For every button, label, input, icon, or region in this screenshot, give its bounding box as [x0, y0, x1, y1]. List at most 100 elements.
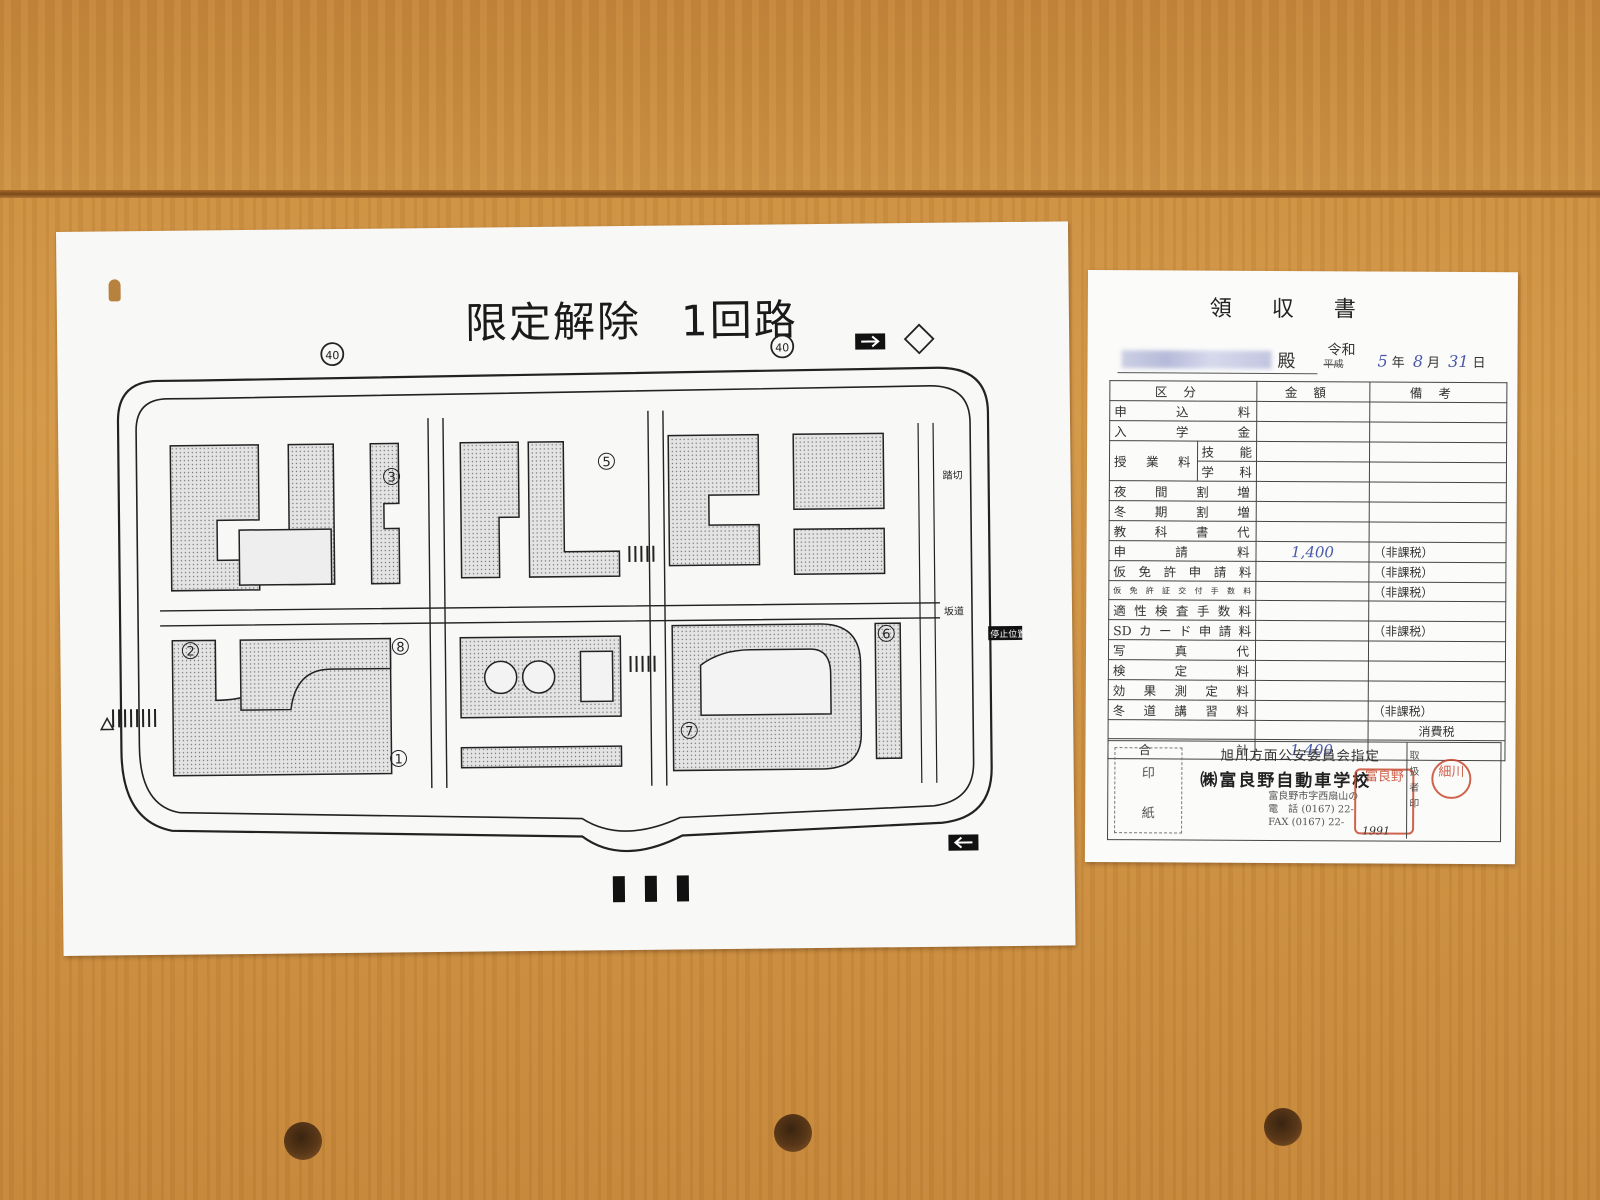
course-block: [874, 622, 903, 760]
name-underline: [1117, 372, 1318, 375]
sign-post-icon: [612, 876, 626, 903]
table-row: 適性検査手数料: [1108, 599, 1506, 622]
warning-sign-icon: [903, 323, 935, 355]
course-block: [460, 745, 623, 769]
date-year: 5: [1377, 351, 1388, 371]
inner-road: [427, 410, 668, 789]
table-row: SDカード申請料（非課税）: [1108, 619, 1506, 642]
crosswalk: [112, 708, 157, 728]
crank-road: [699, 648, 832, 717]
label-slope: 坂道: [944, 605, 964, 618]
building: [238, 528, 333, 586]
table-row: 冬道講習料（非課税）: [1108, 699, 1506, 722]
school-name: ㈱富良野自動車学校: [1200, 770, 1372, 792]
header-note: 備考: [1369, 381, 1507, 403]
speed-limit-sign: [320, 342, 345, 367]
course-block: [527, 440, 621, 578]
point-number: 6: [882, 627, 890, 642]
table-row: 仮免許証交付手数料（非課税）: [1108, 580, 1506, 602]
sign-post-icon: [676, 875, 690, 902]
stamp-box-char: 印: [1141, 766, 1155, 782]
course-block: [793, 527, 886, 576]
point-number: 1: [394, 752, 402, 767]
handler-box: 取扱者印 細川: [1406, 742, 1502, 840]
address-line: 富良野市字西扇山の: [1268, 790, 1359, 803]
point-number: 7: [685, 724, 693, 739]
course-block: [792, 432, 885, 511]
school-address: 富良野市字西扇山の 電 話 (0167) 22- FAX (0167) 22-: [1268, 790, 1358, 829]
table-row: 検定料: [1108, 659, 1506, 682]
course-block: [239, 637, 392, 711]
speed-limit-text: 40: [325, 349, 339, 362]
revenue-stamp-box: 印 紙: [1114, 747, 1183, 834]
date-month: 8: [1412, 351, 1424, 371]
tel-line: 電 話 (0167) 22-: [1268, 803, 1354, 816]
stamp-box-char: 紙: [1141, 806, 1155, 822]
course-map-diagram: 40 40 1 2 3 5 6 7 8 踏切 坂道 停止位置: [99, 323, 1026, 903]
course-block: [369, 442, 401, 585]
crosswalk: [628, 545, 655, 563]
wood-board-top: [0, 0, 1600, 190]
outer-road-lane: [135, 385, 975, 832]
handler-label: 取扱者印: [1409, 750, 1420, 810]
table-row: 夜間割増: [1109, 480, 1507, 503]
board-hole: [1264, 1108, 1302, 1146]
era-struck: 平成: [1323, 359, 1344, 371]
recipient-name-redacted: [1121, 350, 1272, 369]
table-row: 授業料技能: [1109, 440, 1507, 482]
table-row: 効果測定料: [1108, 679, 1506, 702]
handwritten-signature: 1991: [1362, 824, 1391, 838]
speed-limit-text: 40: [775, 341, 789, 354]
date-year-unit: 年: [1391, 355, 1405, 371]
fax-line: FAX (0167) 22-: [1268, 816, 1345, 829]
header-amount: 金額: [1256, 381, 1370, 402]
point-number: 8: [396, 640, 404, 655]
date-day: 31: [1448, 351, 1469, 371]
map-labels: 踏切 坂道 停止位置: [943, 469, 1026, 641]
point-markers: 1 2 3 5 6 7 8: [181, 452, 895, 767]
table-row: 写真代: [1108, 639, 1506, 662]
fee-table: 区分 金額 備考 申込料 入学金 授業料技能 学科 夜間割増 冬期割増 教科書代…: [1107, 380, 1507, 761]
course-block: [169, 444, 261, 592]
handler-seal-text: 細川: [1438, 764, 1465, 780]
label-crossing: 踏切: [943, 469, 963, 482]
railway-crossing-road: [917, 422, 938, 783]
date-day-unit: 日: [1472, 356, 1486, 372]
table-row: 申込料: [1109, 400, 1507, 423]
arrow-right-icon: [861, 335, 880, 348]
designating-authority: 旭川方面公安委員会指定: [1220, 747, 1380, 765]
crosswalk: [629, 655, 656, 673]
inner-road: [159, 602, 941, 627]
building: [579, 650, 614, 703]
sign-post-icon: [644, 875, 658, 902]
point-number: 2: [186, 645, 194, 660]
arrow-left-icon: [953, 836, 973, 849]
table-row: 教科書代: [1109, 520, 1507, 543]
course-block: [667, 433, 761, 567]
board-hole: [774, 1114, 812, 1152]
school-seal-text: 富良野: [1364, 769, 1404, 785]
point-number: 5: [602, 455, 610, 470]
table-row: 入学金: [1109, 420, 1507, 443]
outer-road-edge: [116, 366, 993, 853]
table-row: 冬期割増: [1109, 500, 1507, 523]
header-category: 区分: [1109, 380, 1257, 402]
table-row: 消費税: [1108, 719, 1506, 741]
roundabout: [521, 660, 556, 694]
issuer-box: 印 紙 旭川方面公安委員会指定 ㈱富良野自動車学校 富良野市字西扇山の 電 話 …: [1107, 740, 1502, 843]
speed-limit-sign: [770, 334, 795, 359]
receipt-title: 領収書: [1209, 296, 1396, 323]
board-hole: [284, 1122, 322, 1160]
table-row: 仮免許申請料（非課税）: [1108, 560, 1506, 583]
date-month-unit: 月: [1427, 355, 1441, 371]
warning-triangle-icon: [99, 716, 115, 731]
table-header-row: 区分 金額 備考: [1109, 380, 1507, 403]
board-seam: [0, 190, 1600, 198]
point-number: 3: [388, 470, 396, 485]
roundabout: [483, 660, 518, 695]
honorific: 殿: [1277, 350, 1296, 373]
